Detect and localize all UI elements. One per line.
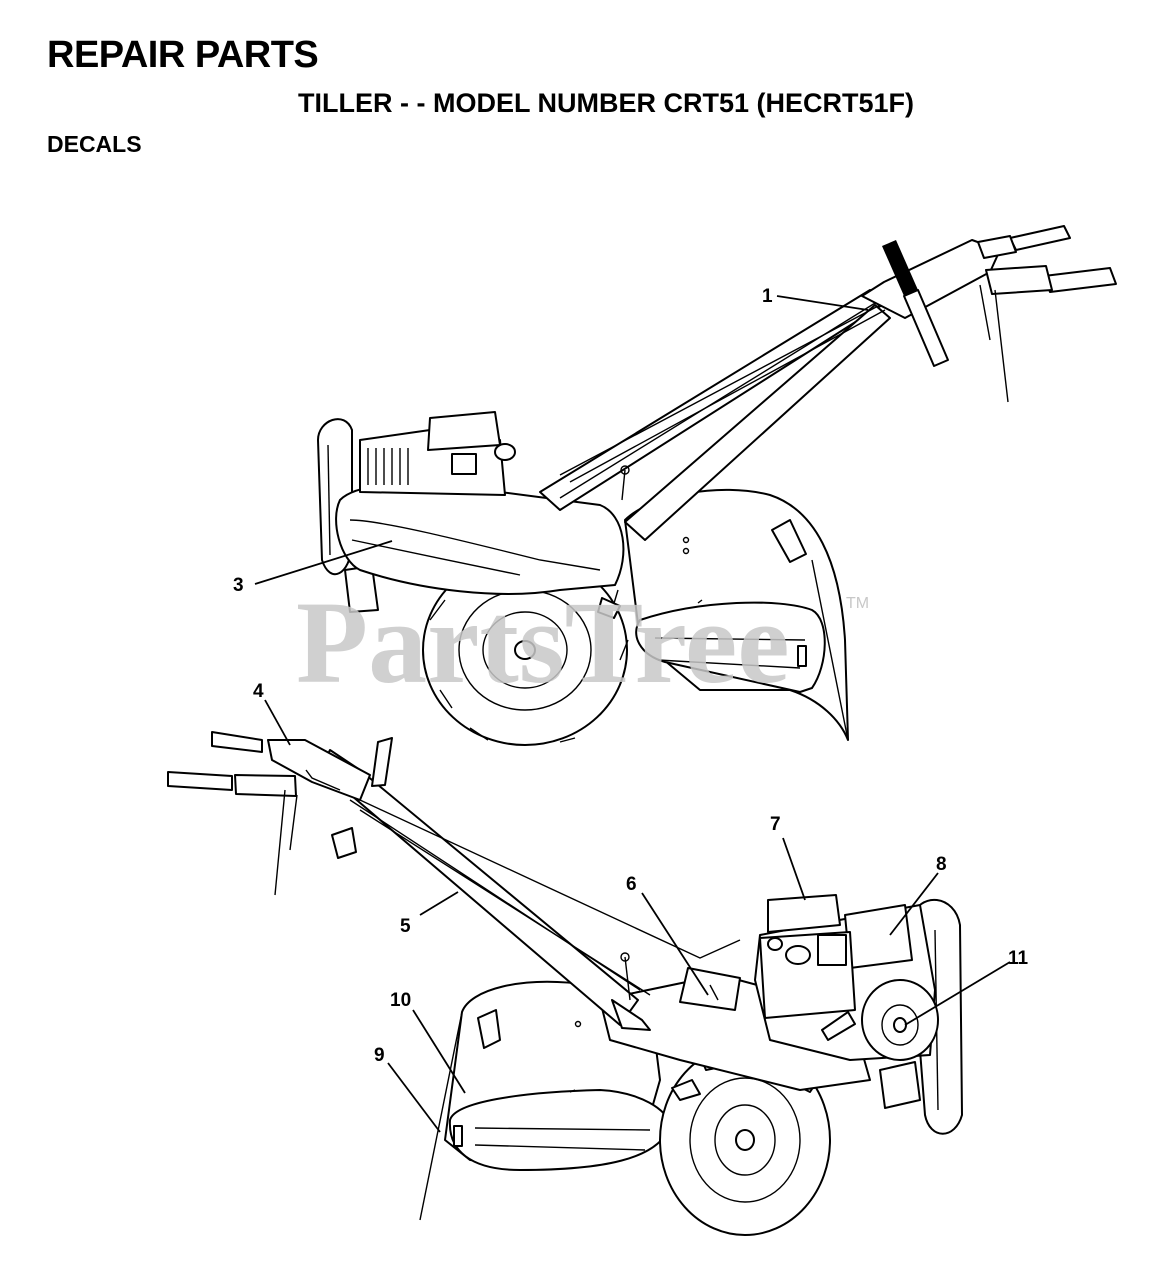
lower-tiller-illustration	[167, 731, 963, 1236]
section-heading: DECALS	[47, 131, 142, 157]
callout-10: 10	[390, 990, 411, 1011]
watermark-logo: PartsTree	[296, 577, 790, 708]
callout-11: 11	[1008, 948, 1029, 969]
callout-1: 1	[762, 286, 773, 307]
model-subtitle: TILLER - - MODEL NUMBER CRT51 (HECRT51F)	[298, 88, 915, 118]
callout-3: 3	[233, 575, 244, 596]
callout-leaders	[254, 295, 1011, 1133]
page-title: REPAIR PARTS	[47, 34, 319, 76]
callout-5: 5	[400, 916, 411, 937]
watermark-tm: TM	[846, 595, 869, 612]
callout-9: 9	[374, 1045, 385, 1066]
callout-6: 6	[626, 874, 637, 895]
callout-8: 8	[936, 854, 947, 875]
callout-4: 4	[253, 681, 264, 702]
upper-tiller-illustration	[317, 225, 1117, 746]
callout-7: 7	[770, 814, 781, 835]
